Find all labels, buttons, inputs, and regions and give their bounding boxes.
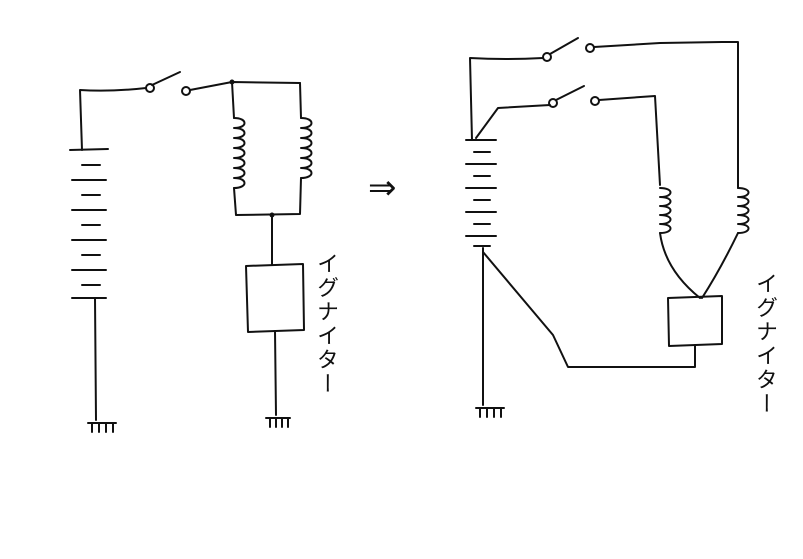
wire-battery-to-switch [79,87,147,151]
ground-symbol [475,407,505,418]
igniter-label-right: イグナイター [752,272,777,416]
ignition-coil-2 [737,187,750,234]
switch-2 [548,85,600,108]
ground-symbol [87,422,117,433]
switch-1 [542,37,595,62]
ground-symbol [265,417,291,428]
battery [69,148,109,299]
switch [145,71,191,96]
left-circuit [69,71,313,433]
wire-switch-to-node [189,81,301,91]
igniter-label-left: イグナイター [313,252,338,396]
ignition-coil-1 [233,117,246,189]
battery [465,139,497,247]
right-circuit [465,37,750,418]
igniter-box [667,295,723,347]
ignition-coil-2 [300,117,313,179]
ignition-coil-1 [659,187,672,234]
transform-arrow: ⇒ [368,168,397,208]
igniter-box [245,263,305,333]
